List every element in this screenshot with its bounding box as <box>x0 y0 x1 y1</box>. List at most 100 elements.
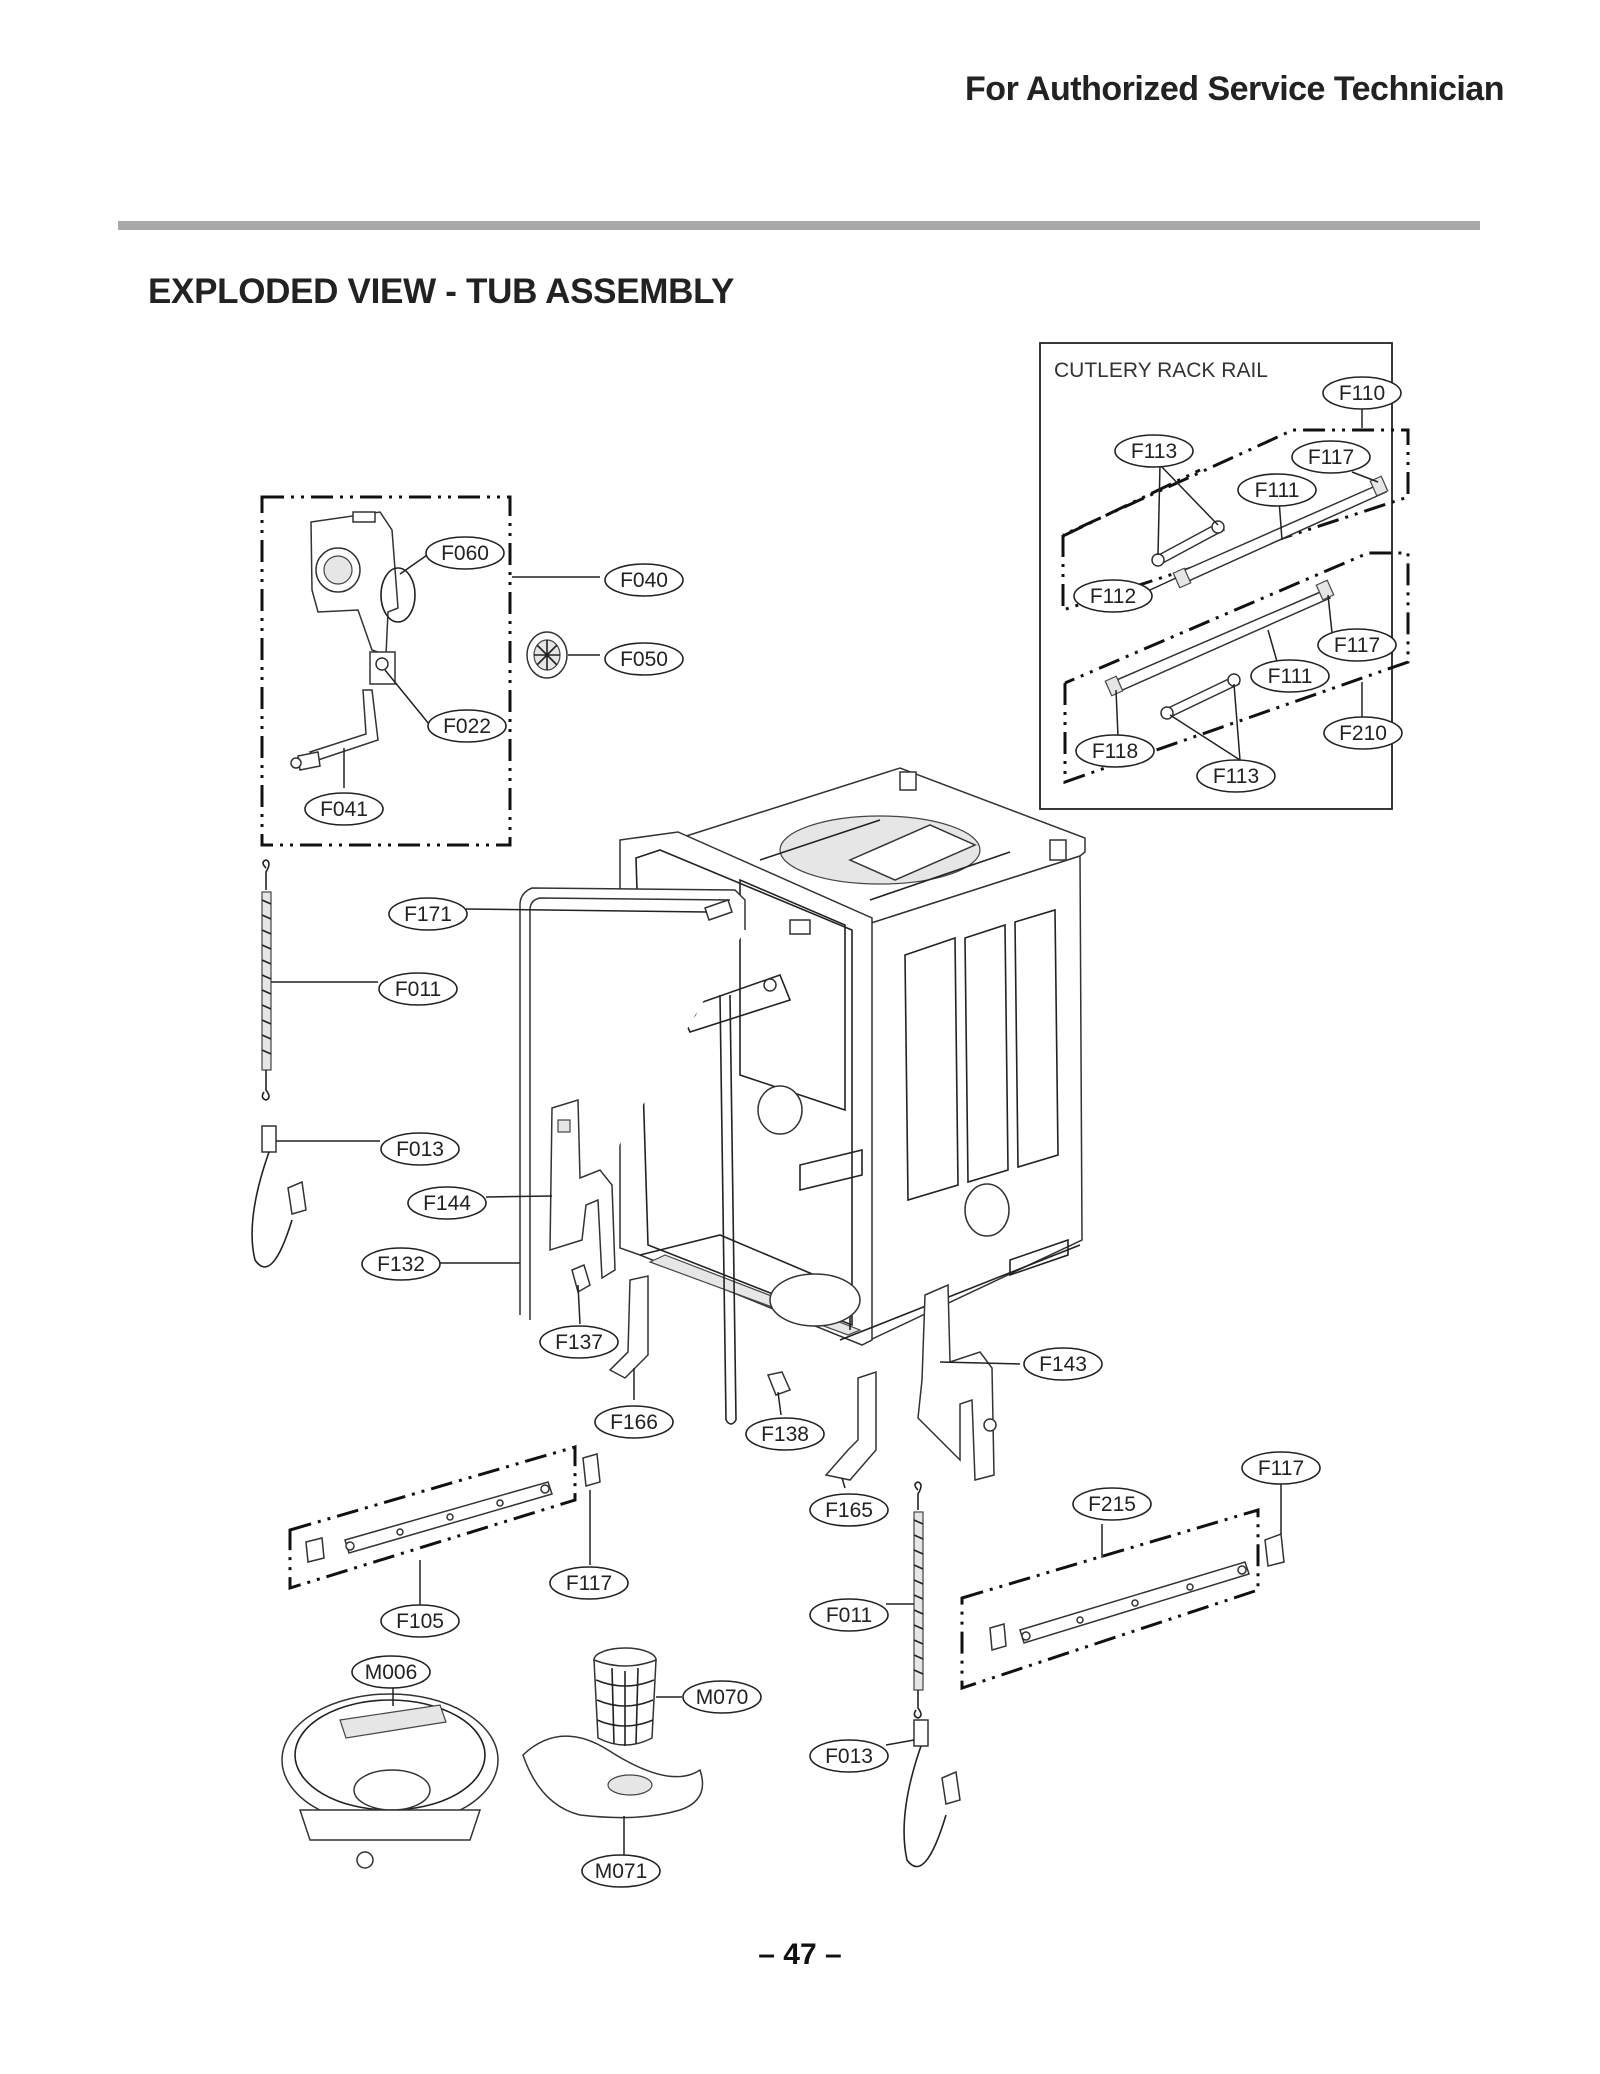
callout-f117-inset-upper: F117 <box>1291 440 1371 474</box>
callout-f117-right: F117 <box>1241 1451 1321 1485</box>
filter-cover-m071 <box>522 1735 704 1819</box>
svg-text:F143: F143 <box>1039 1353 1087 1376</box>
callout-f041: F041 <box>304 792 384 826</box>
callout-f060: F060 <box>425 536 505 570</box>
upper-rail-group-outline <box>1061 428 1410 613</box>
callout-f137: F137 <box>539 1325 619 1359</box>
hinge-bracket-f144 <box>549 1098 616 1280</box>
f040-group-outline <box>260 495 512 847</box>
gasket-f060 <box>380 567 416 623</box>
callout-f171: F171 <box>388 897 468 931</box>
callout-m006: M006 <box>351 1655 431 1689</box>
svg-text:F165: F165 <box>825 1499 873 1522</box>
clip-f137 <box>571 1263 591 1294</box>
f215-group-outline <box>960 1507 1260 1691</box>
svg-text:F050: F050 <box>620 648 668 671</box>
inset-title: CUTLERY RACK RAIL <box>1054 359 1268 382</box>
svg-text:F041: F041 <box>320 798 368 821</box>
svg-text:F210: F210 <box>1339 722 1387 745</box>
hose-f041 <box>290 689 379 771</box>
svg-text:M070: M070 <box>696 1686 749 1709</box>
callout-f165: F165 <box>809 1493 889 1527</box>
svg-text:F137: F137 <box>555 1331 603 1354</box>
callout-f210: F210 <box>1323 716 1403 750</box>
callout-f111-lower: F111 <box>1250 659 1330 693</box>
callout-f117-left: F117 <box>549 1566 629 1600</box>
rail-group-f215 <box>960 1507 1285 1691</box>
cable-f013-right <box>903 1719 961 1868</box>
callout-f111-upper: F111 <box>1237 473 1317 507</box>
svg-text:F113: F113 <box>1213 765 1259 788</box>
svg-text:F138: F138 <box>761 1423 809 1446</box>
svg-text:F013: F013 <box>396 1138 444 1161</box>
header-audience: For Authorized Service Technician <box>965 70 1504 108</box>
svg-text:F111: F111 <box>1255 479 1300 502</box>
callout-f118: F118 <box>1075 734 1155 768</box>
callout-f022: F022 <box>427 709 507 743</box>
spring-f011-right <box>913 1481 924 1719</box>
callout-f138: F138 <box>745 1417 825 1451</box>
svg-text:F132: F132 <box>377 1253 425 1276</box>
inset-frame <box>1039 342 1393 810</box>
svg-text:F011: F011 <box>826 1604 872 1627</box>
callout-m070: M070 <box>682 1680 762 1714</box>
hinge-bracket-f143 <box>917 1283 997 1481</box>
filter-m070 <box>593 1647 657 1746</box>
callout-f013-left: F013 <box>380 1132 460 1166</box>
svg-text:F215: F215 <box>1088 1493 1136 1516</box>
svg-text:F166: F166 <box>610 1411 658 1434</box>
callout-f132: F132 <box>361 1247 441 1281</box>
svg-text:F110: F110 <box>1339 382 1385 405</box>
callout-f215: F215 <box>1072 1487 1152 1521</box>
svg-text:F171: F171 <box>404 903 452 926</box>
svg-text:F105: F105 <box>396 1610 444 1633</box>
callout-f105: F105 <box>380 1604 460 1638</box>
lower-rail-group-outline <box>1063 551 1410 785</box>
callout-f117-inset-lower: F117 <box>1317 628 1397 662</box>
cable-f013-left <box>251 1125 307 1268</box>
svg-text:F117: F117 <box>566 1572 612 1595</box>
callout-f112: F112 <box>1073 579 1153 613</box>
f040-assembly-group <box>260 495 512 847</box>
svg-text:M006: M006 <box>365 1661 418 1684</box>
lower-rail-f111 <box>1104 579 1335 697</box>
svg-text:F011: F011 <box>395 978 441 1001</box>
callout-f040: F040 <box>604 563 684 597</box>
sump-base-m006 <box>281 1693 499 1869</box>
rail-group-f105 <box>288 1445 601 1591</box>
callout-bubbles: F110 F113 F117 F111 F112 F117 F111 F210 … <box>304 376 1403 1888</box>
svg-text:M071: M071 <box>595 1860 648 1883</box>
page-title: EXPLODED VIEW - TUB ASSEMBLY <box>148 272 735 311</box>
svg-text:F060: F060 <box>441 542 489 565</box>
callout-f050: F050 <box>604 642 684 676</box>
f105-group-outline <box>288 1445 577 1591</box>
svg-text:F117: F117 <box>1258 1457 1304 1480</box>
bracket-f171 <box>704 899 733 921</box>
svg-text:F112: F112 <box>1090 585 1136 608</box>
svg-text:F113: F113 <box>1131 440 1177 463</box>
svg-text:F117: F117 <box>1334 634 1380 657</box>
svg-text:F111: F111 <box>1268 665 1313 688</box>
cutlery-rack-rail-inset: CUTLERY RACK RAIL <box>1039 342 1410 810</box>
lower-roller-f113 <box>1160 673 1241 720</box>
svg-text:F144: F144 <box>423 1192 471 1215</box>
svg-text:F022: F022 <box>443 715 491 738</box>
callout-f113-upper: F113 <box>1114 434 1194 468</box>
fitting-f022 <box>369 651 396 685</box>
svg-text:F013: F013 <box>825 1745 873 1768</box>
tub-body <box>619 767 1086 1346</box>
clip-f138 <box>766 1371 792 1396</box>
callout-f110: F110 <box>1322 376 1402 410</box>
callout-f144: F144 <box>407 1186 487 1220</box>
air-break-housing <box>310 511 399 657</box>
hinge-arm-f165 <box>824 1370 877 1481</box>
spring-f011-left <box>261 859 272 1101</box>
callout-f113-lower: F113 <box>1196 759 1276 793</box>
page-number: – 47 – <box>758 1938 842 1971</box>
svg-text:F117: F117 <box>1308 446 1354 469</box>
callout-f166: F166 <box>594 1405 674 1439</box>
callout-m071: M071 <box>581 1854 661 1888</box>
callout-f143: F143 <box>1023 1347 1103 1381</box>
drain-cap-f050 <box>526 631 568 679</box>
